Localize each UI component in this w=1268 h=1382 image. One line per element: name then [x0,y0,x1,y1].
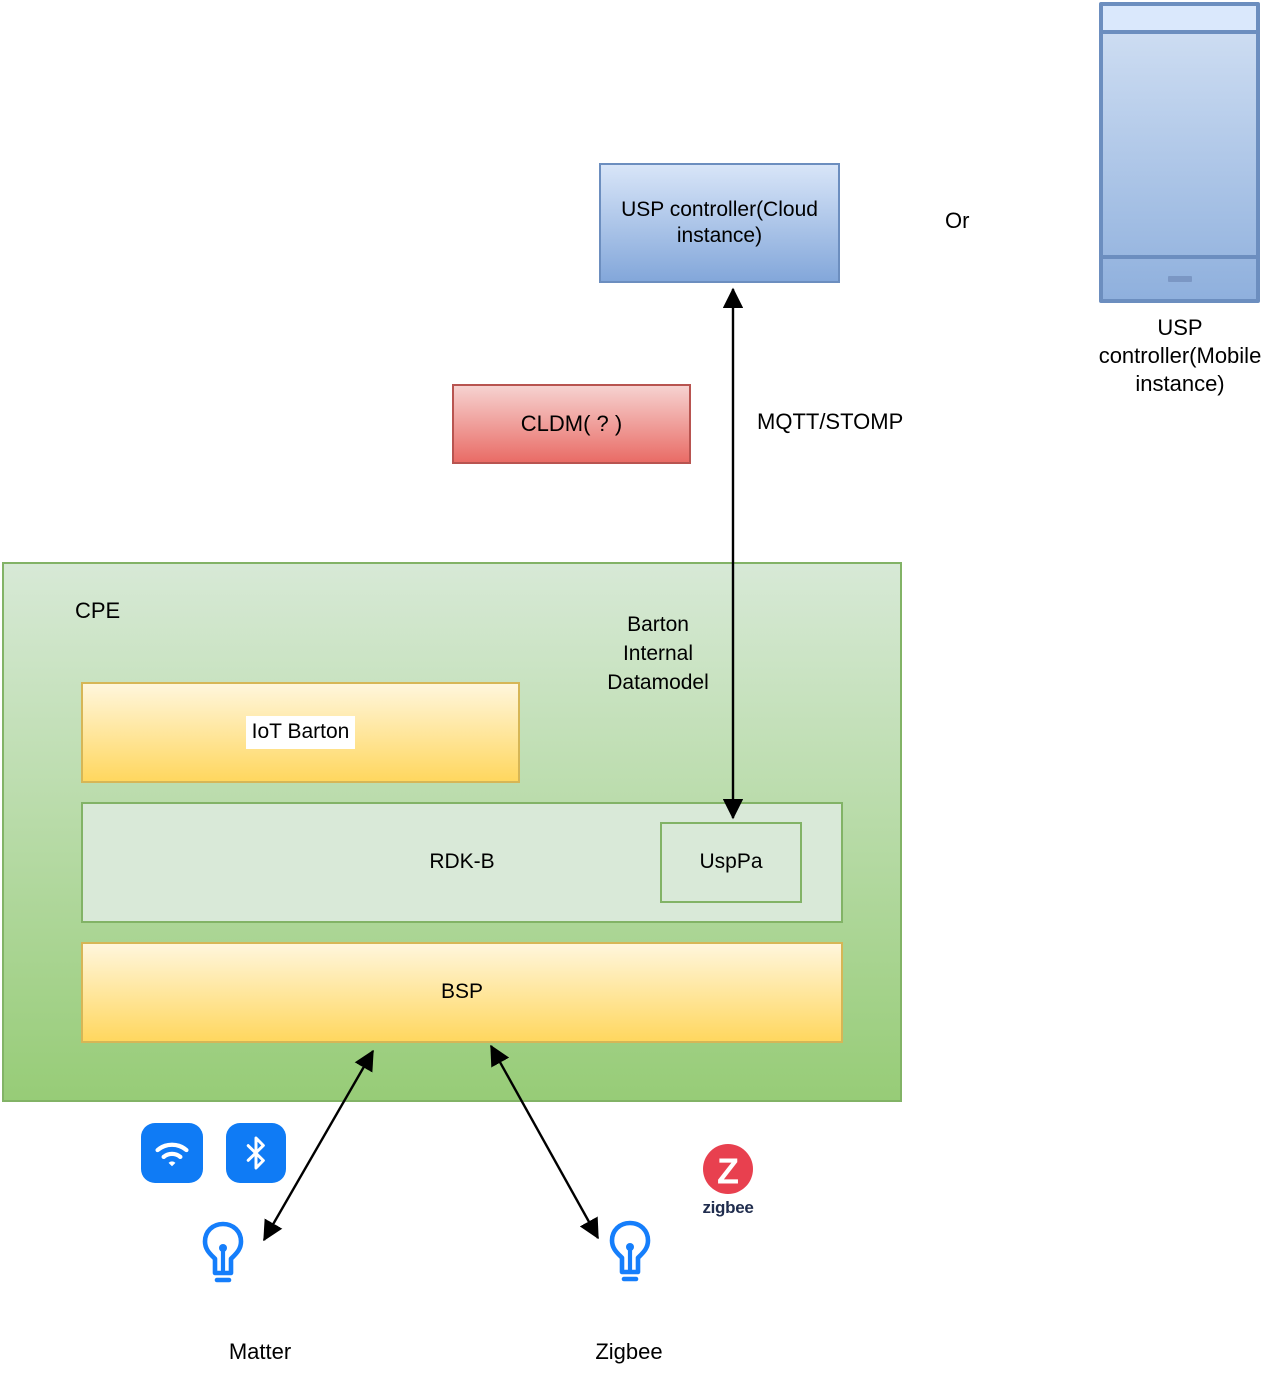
cldm-node: CLDM( ? ) [452,384,691,464]
matter-light-bulb-icon [200,1221,246,1290]
matter-label: Matter [228,1339,292,1364]
iot-barton-node: IoT Barton [81,682,520,783]
usp-mobile-controller-label: USP controller(Mobile instance) [1098,315,1262,396]
zigbee-logo-circle: Z [703,1144,753,1194]
phone-bottom-bar [1103,255,1256,299]
zigbee-label: Zigbee [595,1339,663,1364]
zigbee-logo-letter: Z [717,1151,739,1192]
zigbee-wordmark: zigbee [702,1198,754,1217]
usppa-node: UspPa [660,822,802,903]
cldm-label: CLDM( ? ) [520,411,623,437]
wifi-icon [141,1123,203,1183]
bluetooth-icon [226,1123,286,1183]
phone-home-button [1167,276,1192,282]
phone-screen [1103,34,1256,255]
usp-cloud-controller-label: USP controller(Cloud instance) [621,197,818,247]
usp-cloud-controller-node: USP controller(Cloud instance) [599,163,840,283]
mobile-phone-icon [1099,2,1260,303]
phone-top-bar [1103,6,1256,34]
usppa-label: UspPa [699,850,763,874]
bsp-label: BSP [440,980,484,1004]
cpe-label: CPE [75,598,121,623]
or-label: Or [945,208,970,233]
zigbee-light-bulb-icon [607,1220,653,1289]
mqtt-stomp-label: MQTT/STOMP [757,409,904,434]
rdkb-label: RDK-B [429,850,495,874]
zigbee-logo: Z zigbee [692,1144,764,1218]
iot-barton-label: IoT Barton [245,716,356,749]
barton-internal-datamodel-label: Barton Internal Datamodel [607,613,709,694]
bsp-node: BSP [81,942,843,1043]
